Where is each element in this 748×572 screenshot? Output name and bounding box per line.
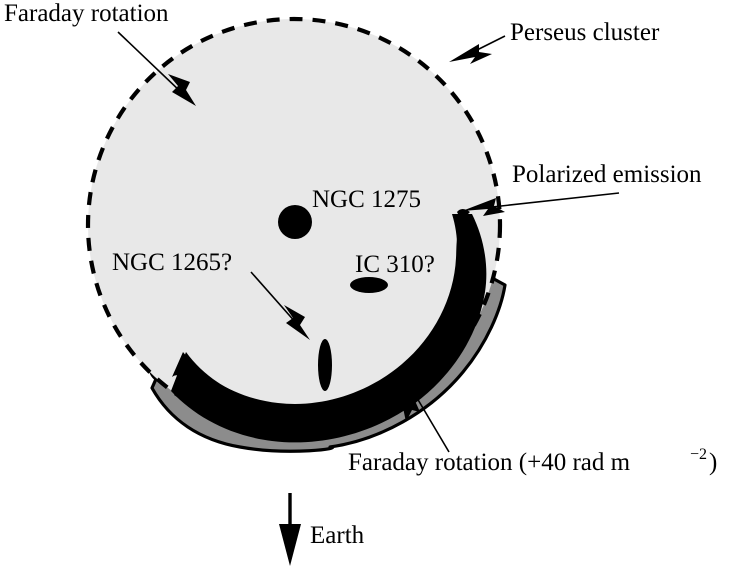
arrowhead-polarized-emission — [462, 198, 505, 216]
galaxy-ic310 — [350, 277, 388, 293]
label-ngc1275: NGC 1275 — [312, 186, 421, 213]
arrowhead-perseus-cluster — [449, 44, 492, 64]
leader-faraday-rotation-top — [117, 31, 183, 94]
label-perseus-cluster: Perseus cluster — [510, 19, 660, 46]
galaxy-ngc1275 — [278, 205, 312, 239]
label-polarized-emission: Polarized emission — [512, 161, 702, 188]
arrowhead-faraday-rotation-bottom — [401, 383, 420, 422]
galaxy-ngc1265 — [318, 339, 332, 391]
label-faraday-rotation-paren: ) — [709, 449, 717, 476]
label-faraday-rotation-exponent: −2 — [690, 446, 707, 463]
label-faraday-rotation-top: Faraday rotation — [4, 0, 169, 27]
leader-polarized-emission — [491, 192, 620, 208]
arrowhead-faraday-rotation-top — [168, 74, 196, 106]
label-earth: Earth — [310, 522, 365, 549]
leader-ngc1265 — [250, 271, 298, 325]
arrowhead-ngc1265 — [284, 305, 310, 340]
label-ic310: IC 310? — [355, 251, 435, 278]
label-ngc1265: NGC 1265? — [112, 249, 232, 276]
label-faraday-rotation-bottom: Faraday rotation (+40 rad m — [348, 449, 631, 476]
leader-faraday-rotation-bottom — [416, 397, 450, 453]
earth-arrowhead — [279, 524, 301, 566]
